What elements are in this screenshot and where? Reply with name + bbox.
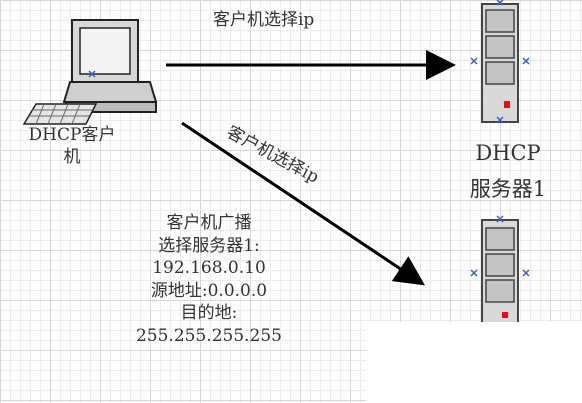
client-label-line2: 机 [63, 147, 81, 167]
server1-label-line1: DHCP [475, 141, 541, 165]
broadcast-description: 客户机广播 选择服务器1: 192.168.0.10 源地址:0.0.0.0 目… [104, 212, 314, 347]
client-label-line1: DHCP客户 [28, 125, 116, 145]
desktop-computer-icon [22, 19, 158, 125]
arrow-client-to-server-diagonal [181, 121, 425, 286]
broadcast-line3: 192.168.0.10 [152, 258, 266, 278]
server1-label-line2: 服务器1 [469, 177, 547, 201]
server1-label: DHCP 服务器1 [448, 135, 568, 207]
broadcast-line2: 选择服务器1: [158, 235, 260, 256]
broadcast-line1: 客户机广播 [166, 213, 252, 233]
tower-server-icon [470, 0, 530, 124]
broadcast-line5: 目的地: [180, 303, 238, 323]
tower-server-icon [470, 215, 530, 333]
broadcast-line6: 255.255.255.255 [135, 325, 282, 346]
broadcast-line4: 源地址:0.0.0.0 [150, 280, 268, 301]
blank-area [366, 322, 582, 403]
client-label: DHCP客户 机 [22, 124, 122, 168]
arrow-top-label: 客户机选择ip [213, 10, 315, 30]
